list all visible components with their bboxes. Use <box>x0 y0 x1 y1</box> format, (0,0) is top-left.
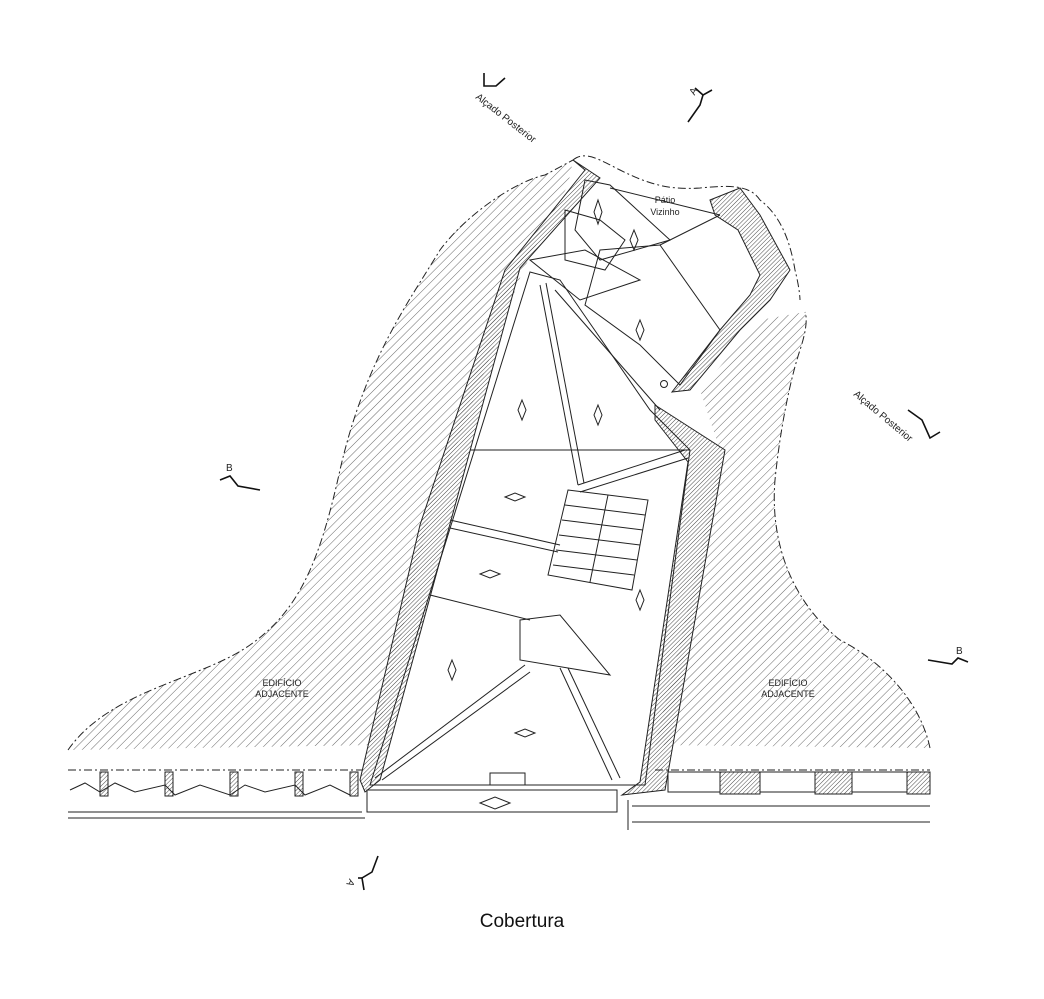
elevation-mark-top <box>483 73 506 87</box>
cross-line-2 <box>429 594 531 621</box>
elevation-top-label: Alçado Posterior <box>473 92 538 146</box>
adjacent-right-boundary <box>773 311 931 749</box>
section-mark-a-bottom <box>358 855 379 891</box>
patio-label-1: Pátio <box>655 195 676 205</box>
section-b-right-letter: B <box>956 646 963 657</box>
roof-right-wall <box>620 404 726 796</box>
slope-arrows <box>447 198 645 810</box>
section-a-top-letter: A <box>688 86 701 98</box>
adjacent-left-label-1: EDIFÍCIO <box>262 678 301 688</box>
drain-circle <box>660 380 668 388</box>
facade-left <box>68 769 365 819</box>
section-b-left-letter: B <box>226 463 233 474</box>
adjacent-right-label-2: ADJACENTE <box>761 689 815 699</box>
facade-right <box>627 769 931 830</box>
adjacent-left-boundary <box>67 159 574 751</box>
adjacent-left-label-2: ADJACENTE <box>255 689 309 699</box>
upper-compartments <box>528 179 721 386</box>
central-panel <box>519 614 612 676</box>
adjacent-building-right <box>655 312 930 748</box>
adjacent-right-label-1: EDIFÍCIO <box>768 678 807 688</box>
section-a-bottom-letter: A <box>343 877 356 889</box>
skylight-grid <box>547 489 649 591</box>
section-mark-b-right <box>927 657 969 665</box>
section-mark-a-top <box>687 87 713 123</box>
section-mark-b-left <box>219 475 261 491</box>
roof-outer-wall <box>359 159 601 793</box>
patio-boundary <box>572 155 801 301</box>
elevation-right-label: Alçado Posterior <box>851 389 915 445</box>
patio-wall <box>670 187 791 393</box>
roof-ridges <box>374 282 689 781</box>
drawing-title: Cobertura <box>479 911 565 932</box>
patio-label-2: Vizinho <box>650 207 679 217</box>
adjacent-building-left <box>68 160 573 750</box>
bottom-gutter <box>366 772 618 813</box>
elevation-mark-right <box>907 409 941 440</box>
